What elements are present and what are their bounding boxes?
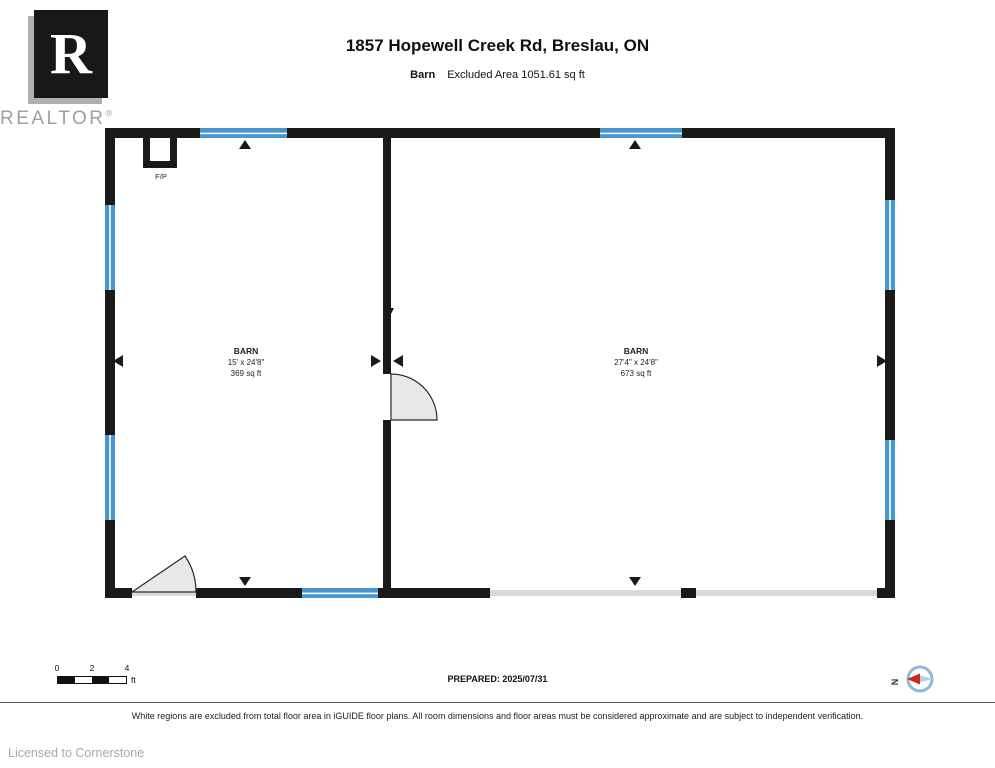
window-glass-line — [600, 132, 682, 135]
scale-tick-0: 0 — [54, 663, 60, 673]
left-wall-segment — [105, 128, 115, 205]
fireplace-label: F/P — [155, 172, 167, 181]
scale-bar-segment — [58, 677, 75, 683]
left-wall-segment — [105, 520, 115, 598]
room-dimensions: 27'4" x 24'8" — [614, 358, 658, 367]
interior-door-swing — [390, 373, 438, 421]
right-wall-segment — [885, 290, 895, 440]
opening — [490, 590, 681, 596]
divider-down-arrow — [386, 290, 394, 316]
window-glass-line — [200, 132, 287, 135]
right-wall-segment — [885, 520, 895, 598]
excluded-area-label: Excluded Area 1051.61 sq ft — [447, 69, 585, 81]
scale-unit-label: ft — [131, 675, 136, 685]
room-area: 369 sq ft — [230, 369, 262, 378]
fireplace-wall — [170, 138, 177, 168]
bottom-wall-segment — [877, 588, 895, 598]
scale-tick-2: 2 — [89, 663, 95, 673]
doors — [130, 373, 438, 593]
window-glass-line — [109, 435, 111, 520]
divider-wall-segment — [383, 420, 391, 588]
bottom-wall-segment — [378, 588, 490, 598]
footer-divider-line — [0, 702, 995, 703]
scale-bar-segment — [109, 677, 126, 683]
scale-tick-4: 4 — [124, 663, 130, 673]
arrow-right-icon — [371, 355, 381, 367]
divider-wall-segment — [383, 138, 391, 374]
fireplace-wall — [143, 161, 177, 168]
plan-subtitle: Barn Excluded Area 1051.61 sq ft — [0, 69, 995, 81]
window-glass-line — [109, 205, 111, 290]
exterior-door-swing — [130, 555, 197, 593]
window-glass-line — [889, 440, 891, 520]
compass-needle-north — [907, 673, 920, 685]
fireplace-niche — [143, 138, 177, 168]
room-label-barn-left: BARN 15' x 24'8" 369 sq ft — [176, 346, 316, 379]
realtor-logo-letter: R — [50, 21, 92, 86]
realtor-logo: R — [34, 10, 108, 98]
window-glass-line — [302, 592, 378, 595]
room-name: BARN — [623, 346, 649, 356]
page-title: 1857 Hopewell Creek Rd, Breslau, ON — [345, 36, 650, 55]
opening — [132, 590, 196, 596]
arrow-up-icon — [629, 140, 641, 149]
room-area: 673 sq ft — [620, 369, 652, 378]
disclaimer-text: White regions are excluded from total fl… — [131, 711, 864, 721]
arrow-head — [386, 308, 394, 316]
opening — [696, 590, 877, 596]
wall-openings — [132, 590, 877, 596]
realtor-wordmark-text: REALTOR — [0, 108, 106, 129]
room-name: BARN — [233, 346, 259, 356]
arrow-down-icon — [239, 577, 251, 586]
windows — [105, 128, 895, 598]
room-dimensions: 15' x 24'8" — [227, 358, 265, 367]
floor-label: Barn — [410, 69, 436, 81]
licensed-to-text: Licensed to Cornerstone — [8, 746, 145, 760]
top-wall-segment — [105, 128, 200, 138]
prepared-date: PREPARED: 2025/07/31 — [447, 674, 548, 684]
compass-needle-south — [920, 675, 933, 683]
arrow-up-icon — [239, 140, 251, 149]
arrow-down-icon — [629, 577, 641, 586]
fireplace-wall — [143, 138, 150, 168]
arrow-right-icon — [877, 355, 887, 367]
arrow-left-icon — [393, 355, 403, 367]
compass-north-label: N — [890, 679, 900, 686]
realtor-wordmark: REALTOR® — [0, 108, 130, 130]
room-label-barn-right: BARN 27'4" x 24'8" 673 sq ft — [566, 346, 706, 379]
walls — [105, 128, 895, 598]
window-glass-line — [889, 200, 891, 290]
scale-bar — [57, 676, 127, 684]
compass: N — [890, 665, 934, 693]
right-wall-segment — [885, 128, 895, 200]
bottom-wall-segment — [105, 588, 132, 598]
bottom-wall-segment — [196, 588, 302, 598]
bottom-wall-segment — [681, 588, 696, 598]
scale-bar-segment — [92, 677, 109, 683]
direction-arrows — [113, 140, 887, 586]
top-wall-segment — [287, 128, 600, 138]
left-wall-segment — [105, 290, 115, 435]
registered-mark: ® — [105, 108, 113, 119]
top-wall-segment — [682, 128, 895, 138]
arrow-left-icon — [113, 355, 123, 367]
scale-bar-segment — [75, 677, 92, 683]
